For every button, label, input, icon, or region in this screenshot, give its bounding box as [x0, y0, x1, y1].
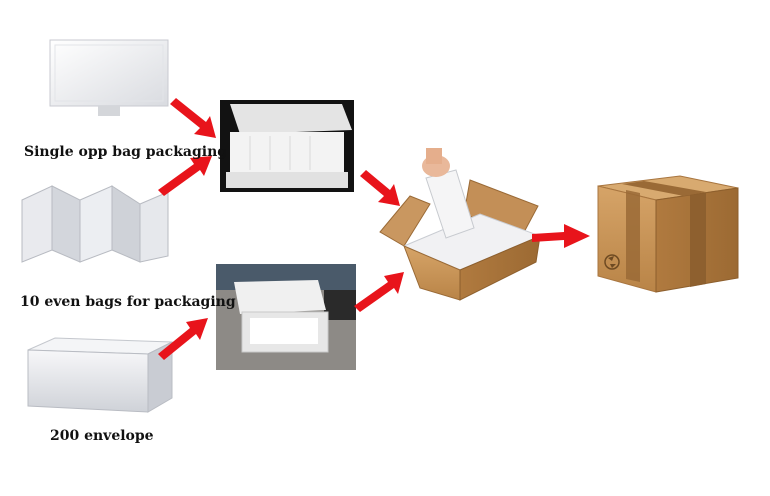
arrow-envelope-to-box [158, 318, 208, 360]
recycle-icon [604, 254, 620, 270]
arrow-top-photo-to-carton [360, 170, 400, 206]
open-carton-image [379, 148, 542, 301]
label-ten-even: 10 even bags for packaging [20, 294, 236, 310]
box-photo-bottom [216, 264, 356, 370]
single-card-image [49, 39, 169, 116]
ten-even-bags-image [21, 185, 169, 263]
closed-carton-image [597, 175, 739, 293]
box-photo-top [220, 100, 354, 192]
label-envelope: 200 envelope [50, 428, 154, 444]
label-single-opp: Single opp bag packaging [24, 144, 228, 160]
arrow-bottom-photo-to-carton [354, 272, 404, 312]
envelope-block-image [27, 337, 173, 413]
arrow-bags-to-box [158, 156, 212, 196]
arrow-carton-to-closed [532, 224, 590, 248]
arrow-single-to-box [170, 98, 216, 138]
